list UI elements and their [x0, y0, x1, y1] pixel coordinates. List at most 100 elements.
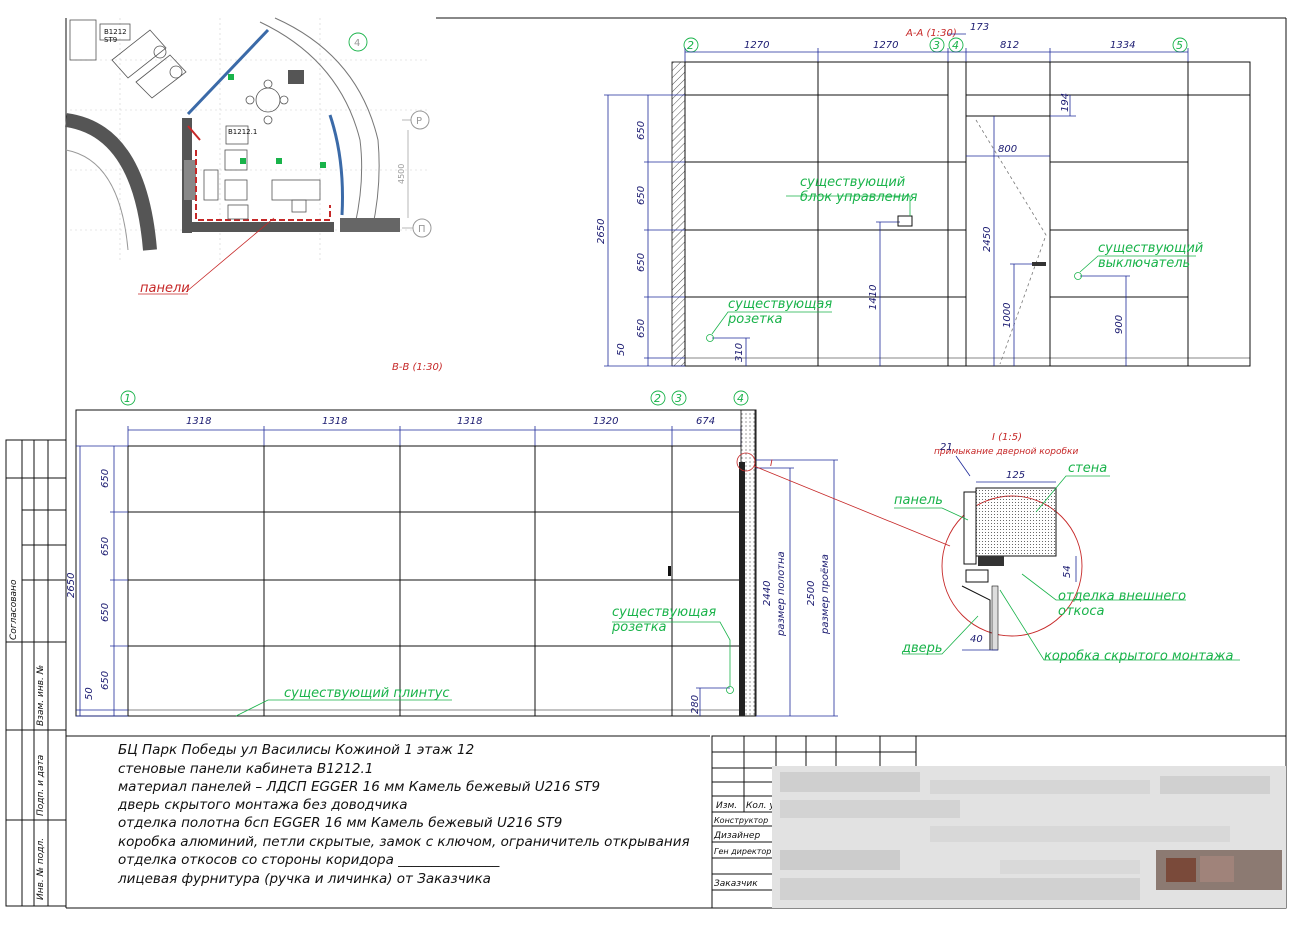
detail-i-subtitle: примыкание дверной коробки: [934, 447, 1078, 457]
note-8: лицевая фурнитура (ручка и личинка) от З…: [117, 871, 491, 887]
stamp-sign-date: Подп. и дата: [36, 755, 46, 816]
bb-dim-h1: 650: [100, 469, 111, 488]
aa-dim-top-3: 173: [970, 22, 989, 33]
note-4: дверь скрытого монтажа без доводчика: [117, 797, 408, 813]
plan-dim-4500: 4500: [397, 164, 406, 184]
plan-room-number: B1212.1: [228, 128, 257, 136]
bb-axis-3: 3: [671, 390, 687, 406]
svg-text:4: 4: [354, 38, 360, 49]
note-5: отделка полотна бсп EGGER 16 мм Камель б…: [118, 815, 562, 831]
stamp-agreed: Согласовано: [9, 579, 19, 640]
bb-dim-280: 280: [690, 695, 701, 714]
svg-text:1: 1: [124, 392, 131, 405]
bb-dim-h4: 650: [100, 671, 111, 690]
floor-plan: B1212 ST9 B1212.1 4 Р П 4500 панели: [64, 17, 432, 296]
plan-panels-label: панели: [140, 281, 190, 296]
bb-skirting-label: существующий плинтус: [284, 686, 450, 701]
svg-text:4: 4: [737, 392, 744, 405]
detail-dim-54: 54: [1062, 565, 1073, 578]
detail-panel-label: панель: [894, 493, 943, 508]
aa-dim-800: 800: [998, 144, 1017, 155]
plan-axis-4: [348, 32, 368, 52]
aa-dim-h3: 650: [636, 253, 647, 272]
aa-dim-total: 2650: [596, 219, 607, 244]
bb-opening-size: размер проёма: [820, 554, 831, 635]
aa-dim-top-2: 1270: [873, 40, 898, 51]
bb-detail-mark: I: [770, 459, 773, 469]
bb-dim-h3: 650: [100, 603, 111, 622]
detail-dim-125: 125: [1006, 470, 1025, 481]
bb-dim-top-1: 1318: [186, 416, 211, 427]
section-aa: А-А (1:30) 2 3 4 5 1270 1270: [596, 22, 1251, 367]
detail-dim-21: 21: [940, 442, 953, 453]
svg-text:Р: Р: [416, 116, 422, 127]
notes-block: БЦ Парк Победы ул Василисы Кожиной 1 эта…: [117, 742, 690, 887]
tb-row-customer: Заказчик: [714, 879, 758, 889]
detail-wall-label: стена: [1068, 461, 1107, 476]
aa-dim-2450: 2450: [982, 227, 993, 252]
bb-axis-1: 1: [120, 390, 136, 406]
aa-dim-h5: 50: [616, 343, 627, 356]
detail-hidden-box-label: коробка скрытого монтажа: [1044, 649, 1233, 664]
bb-dim-h2: 650: [100, 537, 111, 556]
svg-text:2: 2: [654, 392, 661, 405]
aa-dim-310: 310: [734, 343, 745, 362]
tb-col-izm: Изм.: [716, 801, 737, 811]
svg-text:П: П: [418, 224, 426, 235]
aa-dim-top-4: 812: [1000, 40, 1019, 51]
stamp-inv-orig: Инв. № подл.: [36, 838, 46, 900]
detail-dim-40: 40: [970, 634, 983, 645]
side-stamp: Согласовано Взам. инв. № Подп. и дата Ин…: [5, 439, 67, 907]
note-3: материал панелей – ЛДСП EGGER 16 мм Каме…: [118, 779, 600, 795]
svg-text:4: 4: [952, 39, 959, 52]
svg-text:3: 3: [933, 39, 940, 52]
aa-dim-900: 900: [1114, 315, 1125, 334]
bb-dim-total: 2650: [66, 573, 77, 598]
bb-dim-2500: 2500: [806, 581, 817, 606]
tb-row-designer: Дизайнер: [713, 831, 760, 841]
bb-axis-2: 2: [650, 390, 666, 406]
bb-dim-top-3: 1318: [457, 416, 482, 427]
aa-dim-1410: 1410: [868, 285, 879, 310]
note-2: стеновые панели кабинета В1212.1: [118, 761, 373, 777]
section-bb-title: В-В (1:30): [392, 362, 443, 373]
tb-col-kol: Кол. уч: [746, 801, 780, 811]
note-7: отделка откосов со стороны коридора ____…: [118, 852, 500, 868]
aa-axis-4: 4: [948, 37, 964, 53]
svg-text:2: 2: [687, 39, 694, 52]
detail-door-label: дверь: [901, 641, 943, 656]
detail-i: I (1:5) примыкание дверной коробки 125 2…: [894, 432, 1240, 664]
bb-axis-4: 4: [733, 390, 749, 406]
redacted-area: [772, 766, 1286, 908]
note-6: коробка алюминий, петли скрытые, замок с…: [118, 834, 690, 850]
bb-leaf-size: размер полотна: [776, 551, 787, 637]
section-bb: В-В (1:30) 1 2 3 4 1318 1318 1318: [66, 362, 951, 717]
aa-axis-2: 2: [683, 37, 699, 53]
detail-i-title: I (1:5): [992, 432, 1022, 443]
svg-text:3: 3: [675, 392, 682, 405]
aa-dim-1000: 1000: [1002, 303, 1013, 328]
bb-dim-h5: 50: [84, 687, 95, 700]
plan-st-label: ST9: [104, 36, 117, 44]
aa-axis-5: 5: [1172, 37, 1188, 53]
aa-dim-h4: 650: [636, 319, 647, 338]
bb-dim-top-4: 1320: [593, 416, 618, 427]
section-aa-title: А-А (1:30): [905, 28, 957, 39]
svg-text:5: 5: [1176, 39, 1183, 52]
title-block: Изм. Кол. уч Конструктор Дизайнер Ген ди…: [711, 735, 1287, 909]
stamp-replace-inv: Взам. инв. №: [36, 665, 46, 726]
note-1: БЦ Парк Победы ул Василисы Кожиной 1 эта…: [118, 742, 474, 758]
aa-dim-top-5: 1334: [1110, 40, 1135, 51]
bb-dim-2440: 2440: [762, 581, 773, 606]
tb-row-director: Ген директор: [714, 847, 771, 856]
bb-dim-top-2: 1318: [322, 416, 347, 427]
aa-dim-194: 194: [1060, 93, 1071, 112]
aa-dim-h1: 650: [636, 121, 647, 140]
tb-row-constructor: Конструктор: [714, 816, 768, 825]
